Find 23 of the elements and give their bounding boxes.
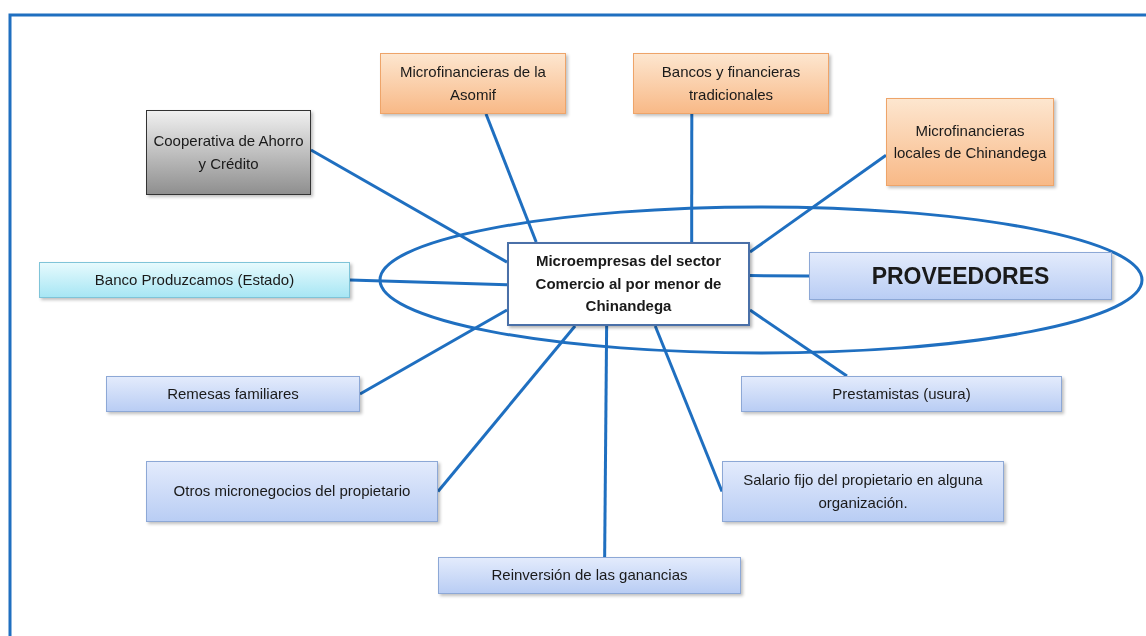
source-box: Prestamistas (usura) bbox=[741, 376, 1062, 412]
connector-line bbox=[484, 113, 538, 243]
source-box: Banco Produzcamos (Estado) bbox=[39, 262, 350, 298]
source-box: Microfinancieras de la Asomif bbox=[380, 53, 566, 114]
connector-line bbox=[653, 325, 724, 493]
connector-line bbox=[349, 278, 508, 287]
connector-line bbox=[603, 326, 609, 557]
connector-line bbox=[750, 274, 809, 278]
connector-line bbox=[749, 153, 887, 254]
connector-line bbox=[690, 114, 694, 242]
source-box: Reinversión de las ganancias bbox=[438, 557, 741, 594]
source-box: Otros micronegocios del propietario bbox=[146, 461, 438, 522]
connector-line bbox=[310, 148, 508, 264]
source-box: Remesas familiares bbox=[106, 376, 360, 412]
source-box: Cooperativa de Ahorro y Crédito bbox=[146, 110, 311, 195]
source-box: Microfinancieras locales de Chinandega bbox=[886, 98, 1054, 186]
connector-line bbox=[359, 308, 508, 396]
source-box: Bancos y financieras tradicionales bbox=[633, 53, 829, 114]
source-box: PROVEEDORES bbox=[809, 252, 1112, 300]
central-box: Microempresas del sector Comercio al por menor de Chinandega bbox=[507, 242, 750, 326]
connector-line bbox=[749, 308, 848, 378]
connector-line bbox=[436, 325, 577, 493]
source-box: Salario fijo del propietario en alguna organización. bbox=[722, 461, 1004, 522]
